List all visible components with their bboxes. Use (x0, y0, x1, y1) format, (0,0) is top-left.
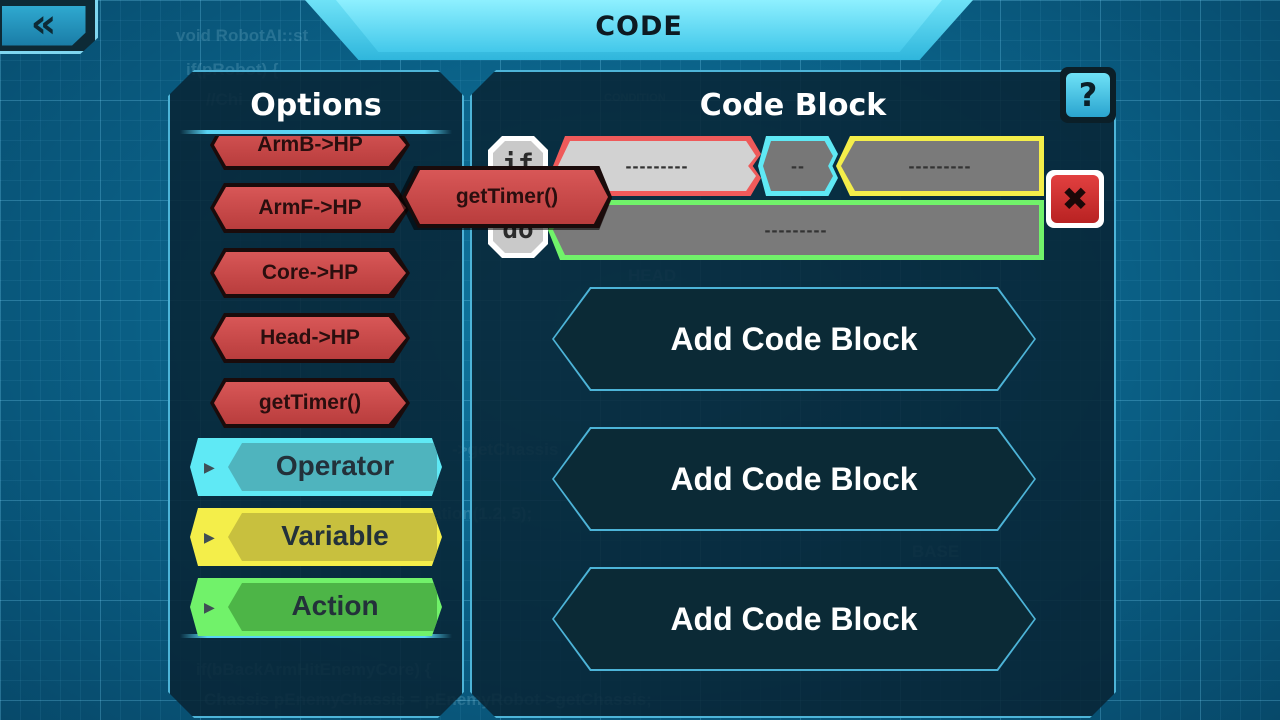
chip-label: Head->HP (260, 326, 360, 349)
code-block-title: Code Block (699, 88, 887, 123)
category-operator-button[interactable]: ▶ Operator (190, 438, 442, 496)
add-button-label: Add Code Block (670, 600, 918, 637)
category-action-button[interactable]: ▶ Action (190, 578, 442, 636)
category-face (228, 583, 437, 631)
options-bottom-divider (180, 634, 452, 638)
category-label: Operator (275, 450, 395, 481)
header-bar: CODE (336, 0, 942, 52)
chip-face (214, 136, 406, 166)
options-title: Options (250, 88, 382, 123)
category-variable-button[interactable]: ▶ Variable (190, 508, 442, 566)
bg-code-line: void RobotAI::st (176, 26, 309, 45)
add-button-label: Add Code Block (670, 320, 918, 357)
chip-face (214, 252, 406, 294)
slot-placeholder: --------- (908, 155, 972, 176)
add-button-face: Add Code Block (554, 569, 1034, 669)
chip-label: getTimer() (258, 391, 362, 414)
slot-placeholder: --------- (625, 155, 689, 176)
back-button[interactable]: « (0, 0, 98, 54)
dragged-chip-gettimer[interactable]: getTimer() (406, 170, 608, 224)
condition-right-slot[interactable]: --------- (836, 136, 1044, 196)
add-button-label: Add Code Block (670, 460, 918, 497)
page-title: CODE (595, 10, 683, 42)
question-mark-icon: ? (1066, 73, 1110, 117)
option-chip-core-hp[interactable]: Core->HP (210, 248, 410, 298)
add-button-face: Add Code Block (554, 289, 1034, 389)
category-label: Action (291, 590, 379, 621)
option-chip-gettimer[interactable]: getTimer() (210, 378, 410, 428)
slot-face (553, 205, 1039, 255)
double-chevron-left-icon: « (30, 0, 57, 47)
slot-placeholder: -- (791, 155, 805, 176)
add-button-face: Add Code Block (554, 429, 1034, 529)
category-face (228, 513, 437, 561)
condition-operator-slot[interactable]: -- (758, 136, 838, 196)
chip-face (214, 187, 406, 229)
add-code-block-button[interactable]: Add Code Block (552, 567, 1036, 671)
add-code-block-button[interactable]: Add Code Block (552, 427, 1036, 531)
slot-placeholder: --------- (764, 219, 828, 240)
chip-label: ArmF->HP (258, 196, 362, 219)
add-code-block-button[interactable]: Add Code Block (552, 287, 1036, 391)
category-face (228, 443, 437, 491)
expand-arrow-icon: ▶ (204, 599, 215, 615)
option-chip-armb-hp[interactable]: ArmB->HP (210, 136, 410, 170)
delete-code-block-button[interactable]: ✖ (1046, 170, 1104, 228)
category-label: Variable (281, 520, 389, 551)
options-list[interactable]: ArmB->HP ArmF->HP Core->HP Head->HP getT… (170, 136, 462, 436)
expand-arrow-icon: ▶ (204, 459, 215, 475)
chip-label: Core->HP (261, 261, 359, 284)
option-chip-head-hp[interactable]: Head->HP (210, 313, 410, 363)
action-slot[interactable]: --------- (548, 200, 1044, 260)
expand-arrow-icon: ▶ (204, 529, 215, 545)
chip-face (214, 382, 406, 424)
close-icon: ✖ (1061, 180, 1089, 218)
back-button-face: « (1, 0, 86, 47)
options-top-divider (180, 130, 452, 134)
help-button[interactable]: ? (1060, 67, 1116, 123)
chip-face (214, 317, 406, 359)
dragged-chip-label: getTimer() (455, 185, 559, 208)
chip-label: ArmB->HP (257, 136, 363, 156)
slot-face (763, 141, 833, 191)
option-chip-armf-hp[interactable]: ArmF->HP (210, 183, 410, 233)
slot-face (841, 141, 1039, 191)
delete-button-face: ✖ (1051, 175, 1099, 223)
